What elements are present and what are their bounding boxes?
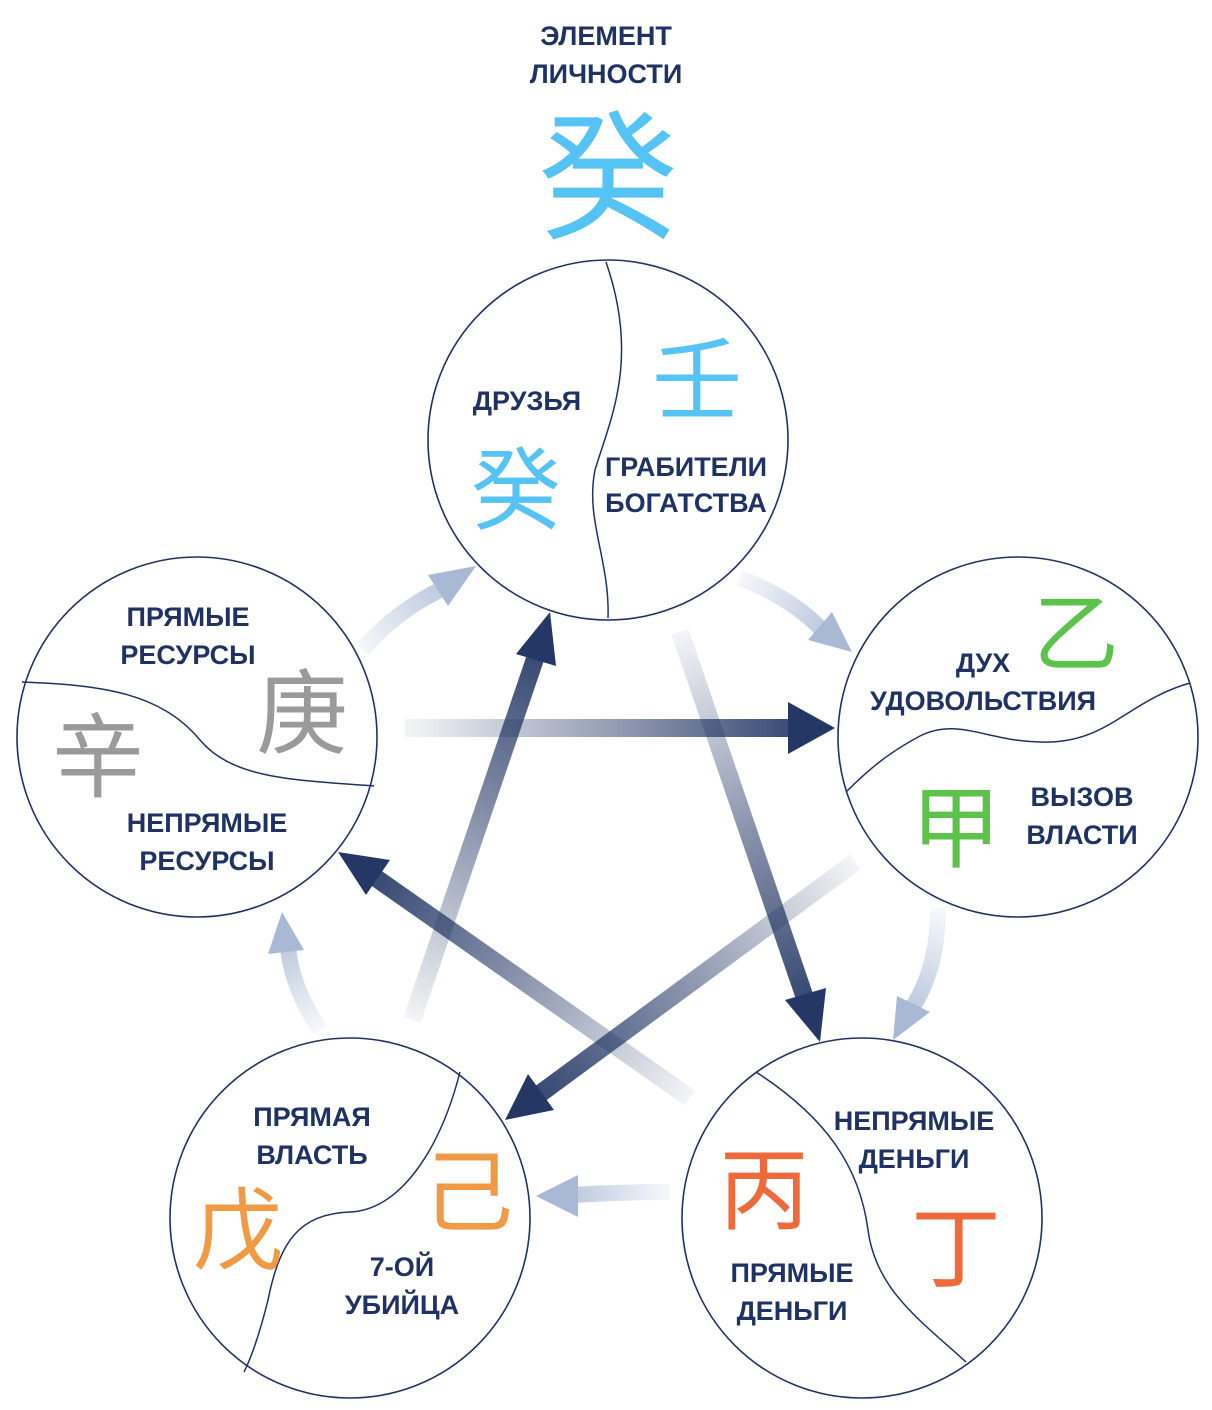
char-gui: 癸 (471, 439, 561, 544)
arrow-water-to-fire (671, 629, 826, 1042)
arrow-wood-to-earth (505, 854, 861, 1120)
char-bing: 丙 (719, 1139, 809, 1244)
char-xin: 辛 (52, 705, 144, 812)
title-line-2: ЛИЧНОСТИ (530, 59, 683, 89)
node-fire: НЕПРЯМЫЕ ДЕНЬГИ 丙 丁 ПРЯМЫЕ ДЕНЬГИ (681, 1037, 1043, 1399)
char-jia: 甲 (911, 777, 1001, 882)
label-direct-power-2: ВЛАСТЬ (256, 1140, 367, 1170)
label-indirect-resources-1: НЕПРЯМЫЕ (127, 808, 288, 838)
personality-element-char: 癸 (538, 99, 678, 262)
label-seven-killer-1: 7-ОЙ (370, 1251, 434, 1282)
node-divider (845, 682, 1191, 793)
label-direct-resources-2: РЕСУРСЫ (120, 640, 255, 670)
label-direct-resources-1: ПРЯМЫЕ (126, 602, 249, 632)
char-geng: 庚 (256, 661, 348, 768)
arrow-metal-to-wood (405, 702, 835, 754)
controlling-cycle (338, 612, 861, 1120)
label-pleasure-2: УДОВОЛЬСТВИЯ (870, 686, 1096, 716)
generating-cycle (268, 566, 946, 1217)
node-divider (755, 1071, 967, 1363)
arrow-earth-to-water (403, 612, 556, 1023)
arrow-metal-to-water (355, 566, 476, 656)
personality-element-header: ЭЛЕМЕНТ ЛИЧНОСТИ 癸 (530, 21, 683, 262)
node-earth: ПРЯМАЯ ВЛАСТЬ 戊 己 7-ОЙ УБИЙЦА (169, 1037, 531, 1399)
char-wu: 戊 (193, 1179, 283, 1284)
char-ding: 丁 (911, 1197, 1001, 1302)
node-divider (591, 261, 623, 619)
arrow-water-to-wood (737, 570, 852, 652)
label-rob-wealth-1: ГРАБИТЕЛИ (605, 452, 767, 482)
label-indirect-resources-2: РЕСУРСЫ (139, 846, 274, 876)
label-direct-power-1: ПРЯМАЯ (253, 1102, 371, 1132)
node-divider (243, 1071, 461, 1373)
node-metal: ПРЯМЫЕ РЕСУРСЫ 庚 辛 НЕПРЯМЫЕ РЕСУРСЫ (16, 556, 378, 918)
arrow-fire-to-earth (536, 1175, 671, 1217)
label-seven-killer-2: УБИЙЦА (345, 1289, 459, 1320)
label-challenge-1: ВЫЗОВ (1031, 782, 1134, 812)
node-wood: 乙 ДУХ УДОВОЛЬСТВИЯ 甲 ВЫЗОВ ВЛАСТИ (837, 556, 1199, 918)
arrow-wood-to-fire (893, 907, 946, 1040)
label-rob-wealth-2: БОГАТСТВА (605, 488, 767, 518)
label-indirect-money-2: ДЕНЬГИ (859, 1144, 970, 1174)
label-pleasure-1: ДУХ (956, 648, 1010, 678)
label-challenge-2: ВЛАСТИ (1026, 820, 1137, 850)
node-water: ДРУЗЬЯ 癸 壬 ГРАБИТЕЛИ БОГАТСТВА (427, 259, 789, 621)
label-friends: ДРУЗЬЯ (473, 386, 581, 416)
label-indirect-money-1: НЕПРЯМЫЕ (834, 1106, 995, 1136)
label-direct-money-1: ПРЯМЫЕ (730, 1258, 853, 1288)
title-line-1: ЭЛЕМЕНТ (540, 21, 672, 51)
char-ren: 壬 (652, 329, 742, 434)
char-yi: 乙 (1033, 585, 1119, 685)
arrow-fire-to-metal (338, 852, 696, 1106)
char-ji: 己 (423, 1141, 513, 1246)
label-direct-money-2: ДЕНЬГИ (737, 1296, 848, 1326)
arrow-earth-to-metal (268, 912, 327, 1035)
node-divider (21, 681, 375, 787)
